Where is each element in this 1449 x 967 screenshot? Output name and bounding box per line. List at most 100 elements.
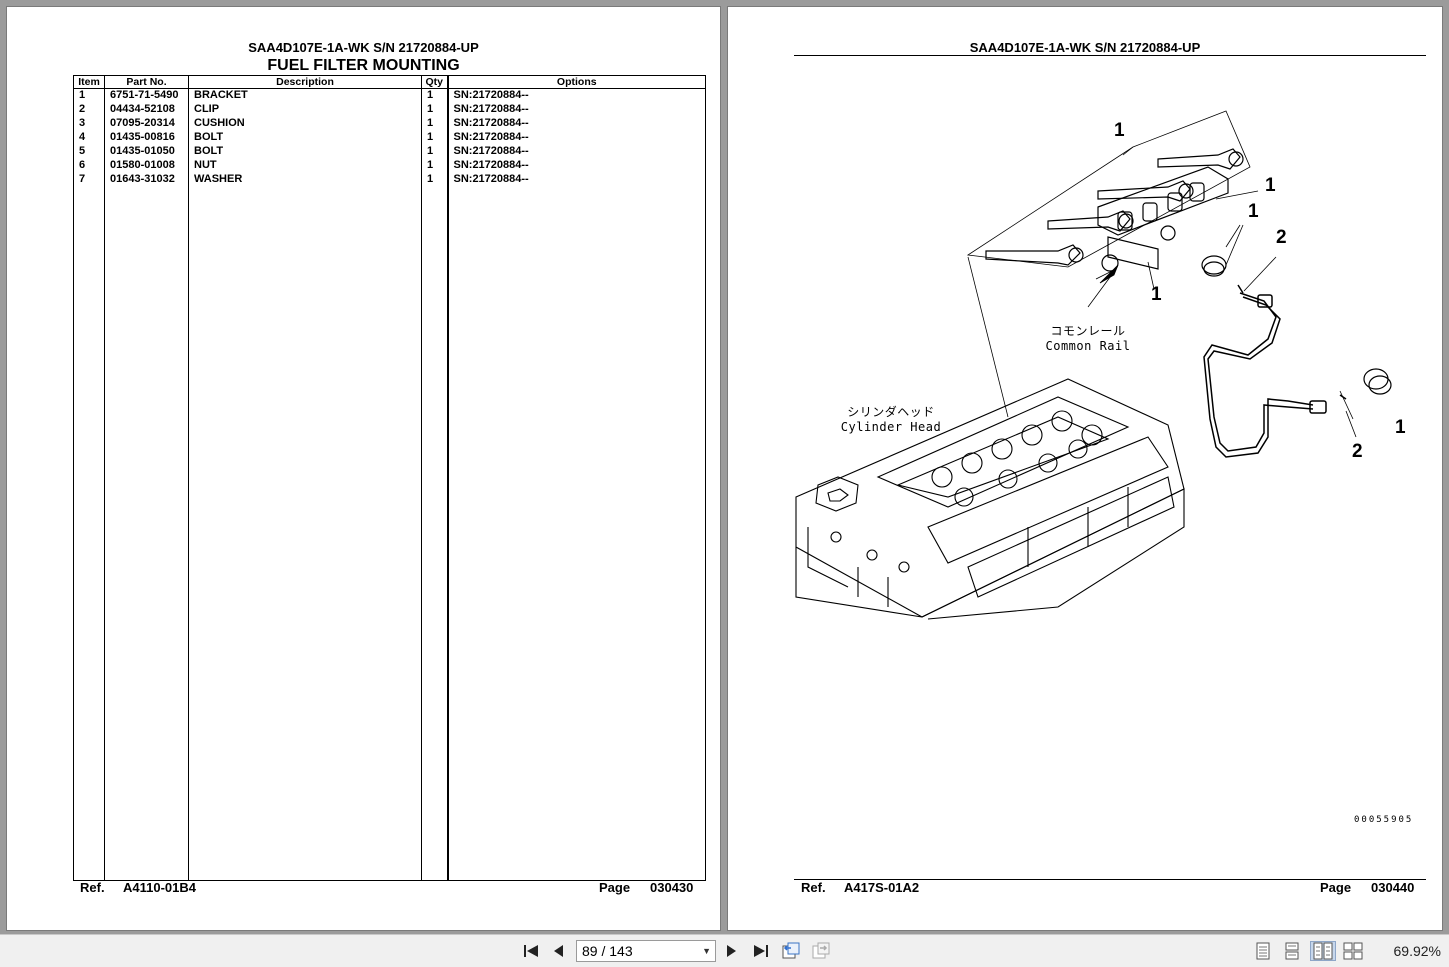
cell-item: 2 — [73, 103, 105, 117]
cell-part-no: 01435-00816 — [104, 131, 189, 145]
cell-qty: 1 — [421, 173, 448, 187]
cell-part-no: 01643-31032 — [104, 173, 189, 187]
label-common-rail-en: Common Rail — [1045, 339, 1131, 353]
cell-description: CLIP — [188, 103, 422, 117]
callout-1-bottom: 1 — [1151, 284, 1162, 305]
go-back-view-icon[interactable] — [780, 941, 802, 961]
table-row: 7 01643-31032 WASHER 1 SN:21720884-- — [73, 173, 706, 187]
last-page-icon[interactable] — [750, 941, 772, 961]
cell-options: SN:21720884-- — [446, 117, 706, 131]
label-cylinder-head: シリンダヘッド Cylinder Head — [834, 405, 948, 435]
table-row: 6 01580-01008 NUT 1 SN:21720884-- — [73, 159, 706, 173]
header-rule — [794, 55, 1426, 56]
parts-table: Item Part No. Description Qty Options 1 … — [73, 75, 706, 881]
header-description: Description — [188, 75, 422, 89]
previous-page-icon[interactable] — [548, 941, 568, 961]
cell-qty: 1 — [421, 131, 448, 145]
cell-description: NUT — [188, 159, 422, 173]
filler-cell — [421, 187, 448, 881]
header-item: Item — [73, 75, 105, 89]
cell-qty: 1 — [421, 145, 448, 159]
drawing-number: 00055905 — [1354, 815, 1414, 825]
right-page: SAA4D107E-1A-WK S/N 21720884-UP — [727, 6, 1443, 931]
footer-rule — [794, 879, 1426, 880]
callout-1-right: 1 — [1265, 175, 1276, 196]
cell-options: SN:21720884-- — [446, 88, 706, 103]
cell-part-no: 01435-01050 — [104, 145, 189, 159]
cell-description: CUSHION — [188, 117, 422, 131]
right-model-title: SAA4D107E-1A-WK S/N 21720884-UP — [969, 40, 1201, 55]
callout-1-top: 1 — [1114, 120, 1125, 141]
cell-options: SN:21720884-- — [446, 131, 706, 145]
continuous-facing-view-icon[interactable] — [1342, 941, 1364, 961]
zoom-level[interactable]: 69.92% — [1393, 943, 1441, 959]
filler-cell — [446, 187, 706, 881]
header-options: Options — [446, 75, 706, 89]
right-ref-value: A417S-01A2 — [844, 880, 920, 895]
cell-description: BRACKET — [188, 88, 422, 103]
left-page: SAA4D107E-1A-WK S/N 21720884-UP FUEL FIL… — [6, 6, 721, 931]
cell-options: SN:21720884-- — [446, 173, 706, 187]
callout-2-bottom: 2 — [1352, 441, 1363, 462]
cell-description: BOLT — [188, 145, 422, 159]
cell-part-no: 07095-20314 — [104, 117, 189, 131]
cell-part-no: 01580-01008 — [104, 159, 189, 173]
callout-1-sensor: 1 — [1248, 201, 1259, 222]
header-qty: Qty — [421, 75, 448, 89]
cell-item: 3 — [73, 117, 105, 131]
page-number-display: 89 / 143 — [582, 943, 633, 959]
cell-part-no: 6751-71-5490 — [104, 88, 189, 103]
cell-item: 1 — [73, 88, 105, 103]
chevron-down-icon[interactable]: ▼ — [702, 946, 711, 956]
cell-item: 7 — [73, 173, 105, 187]
exploded-parts-drawing — [795, 110, 1392, 620]
cell-description: BOLT — [188, 131, 422, 145]
single-page-view-icon[interactable] — [1252, 941, 1274, 961]
cell-options: SN:21720884-- — [446, 145, 706, 159]
filler-cell — [188, 187, 422, 881]
table-row: 4 01435-00816 BOLT 1 SN:21720884-- — [73, 131, 706, 145]
table-row: 1 6751-71-5490 BRACKET 1 SN:21720884-- — [73, 88, 706, 103]
cell-item: 4 — [73, 131, 105, 145]
continuous-page-view-icon[interactable] — [1281, 941, 1303, 961]
cell-qty: 1 — [421, 103, 448, 117]
go-forward-view-icon[interactable] — [810, 941, 832, 961]
filler-cell — [73, 187, 105, 881]
table-row: 5 01435-01050 BOLT 1 SN:21720884-- — [73, 145, 706, 159]
navigation-toolbar: 89 / 143 ▼ 69.92% — [0, 934, 1449, 967]
next-page-icon[interactable] — [722, 941, 742, 961]
cell-item: 6 — [73, 159, 105, 173]
label-common-rail-jp: コモンレール — [1050, 324, 1126, 338]
first-page-icon[interactable] — [520, 941, 542, 961]
label-cylinder-head-jp: シリンダヘッド — [847, 405, 935, 419]
left-page-value: 030430 — [650, 880, 694, 895]
left-page-label: Page — [599, 880, 631, 895]
label-common-rail: コモンレール Common Rail — [1032, 324, 1144, 354]
left-model-title: SAA4D107E-1A-WK S/N 21720884-UP — [248, 40, 479, 55]
table-filler-row — [73, 187, 706, 881]
facing-pages-view-icon[interactable] — [1310, 941, 1336, 961]
left-ref-value: A4110-01B4 — [123, 880, 196, 895]
page-number-input[interactable]: 89 / 143 ▼ — [576, 940, 716, 962]
table-row: 3 07095-20314 CUSHION 1 SN:21720884-- — [73, 117, 706, 131]
right-ref-label: Ref. — [801, 880, 826, 895]
callout-2-top: 2 — [1276, 227, 1287, 248]
right-page-value: 030440 — [1371, 880, 1415, 895]
header-part-no: Part No. — [104, 75, 189, 89]
parts-table-header: Item Part No. Description Qty Options — [73, 75, 706, 89]
cell-qty: 1 — [421, 88, 448, 103]
cell-qty: 1 — [421, 117, 448, 131]
cell-options: SN:21720884-- — [446, 103, 706, 117]
cell-options: SN:21720884-- — [446, 159, 706, 173]
callout-1-plug: 1 — [1395, 417, 1406, 438]
filler-cell — [104, 187, 189, 881]
cell-item: 5 — [73, 145, 105, 159]
left-section-title: FUEL FILTER MOUNTING — [267, 57, 460, 74]
cell-description: WASHER — [188, 173, 422, 187]
right-page-label: Page — [1320, 880, 1352, 895]
cell-part-no: 04434-52108 — [104, 103, 189, 117]
table-row: 2 04434-52108 CLIP 1 SN:21720884-- — [73, 103, 706, 117]
left-ref-label: Ref. — [80, 880, 105, 895]
label-cylinder-head-en: Cylinder Head — [840, 420, 942, 434]
cell-qty: 1 — [421, 159, 448, 173]
